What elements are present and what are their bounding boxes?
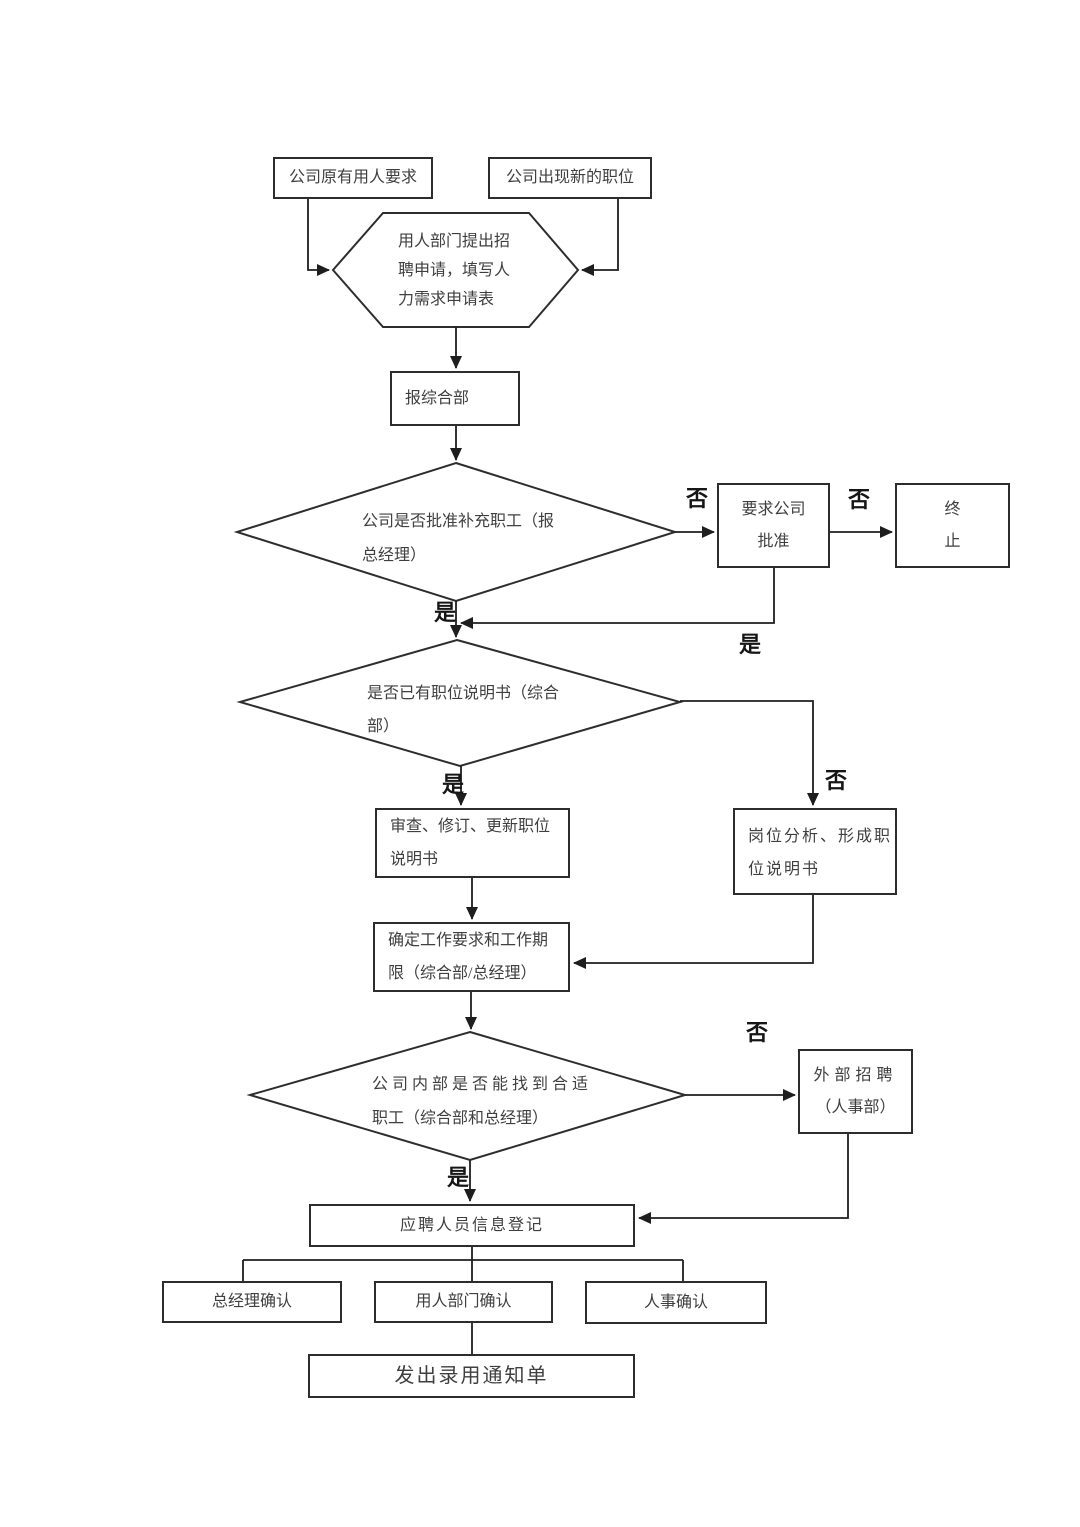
node-require-approval-line2: 批准 <box>757 532 790 550</box>
hexagon-recruit-request-line1: 用人部门提出招 <box>398 233 511 250</box>
node-review-jd: 审查、修订、更新职位 说明书 <box>375 808 570 878</box>
diamond-jd-text: 是否已有职位说明书（综合 部） <box>367 677 559 743</box>
node-terminate: 终 止 <box>895 483 1010 568</box>
edge-new-to-request <box>581 199 619 276</box>
node-terminate-line2: 止 <box>944 532 961 550</box>
node-require-approval: 要求公司 批准 <box>717 483 830 568</box>
diamond-approve-text: 公司是否批准补充职工（报 总经理） <box>362 505 554 573</box>
diamond-approve-line2: 总经理） <box>362 547 427 564</box>
node-offer-notice-label: 发出录用通知单 <box>394 1365 549 1387</box>
node-new-position: 公司出现新的职位 <box>488 157 652 199</box>
node-report-general-dept-label: 报综合部 <box>405 389 470 407</box>
label-jd-yes: 是 <box>442 772 465 797</box>
node-candidate-registration-label: 应聘人员信息登记 <box>399 1216 544 1234</box>
node-determine-requirements: 确定工作要求和工作期 限（综合部/总经理） <box>373 922 570 992</box>
node-external-recruit-line1: 外部招聘 <box>813 1066 898 1084</box>
diamond-internal-line1: 公司内部是否能找到合适 <box>372 1076 593 1093</box>
label-internal-yes: 是 <box>447 1165 470 1190</box>
edge-existing-to-request <box>307 199 330 276</box>
node-hr-confirm-label: 人事确认 <box>643 1293 708 1311</box>
label-jd-no: 否 <box>825 768 848 793</box>
label-approve-yes: 是 <box>434 600 457 625</box>
hexagon-recruit-request-line3: 力需求申请表 <box>398 291 495 308</box>
hexagon-recruit-request-text: 用人部门提出招 聘申请，填写人 力需求申请表 <box>398 227 510 314</box>
edge-analysis-to-determine <box>573 895 814 969</box>
node-dept-confirm: 用人部门确认 <box>374 1281 553 1323</box>
node-gm-confirm-label: 总经理确认 <box>211 1293 292 1310</box>
label-internal-no: 否 <box>746 1020 769 1045</box>
node-existing-need-label: 公司原有用人要求 <box>288 169 417 186</box>
node-dept-confirm-label: 用人部门确认 <box>415 1293 512 1310</box>
edge-external-to-registration <box>638 1134 849 1224</box>
node-external-recruit-line2: （人事部） <box>815 1098 896 1116</box>
node-report-general-dept: 报综合部 <box>390 371 520 426</box>
edge-registration-branches <box>242 1247 684 1281</box>
hexagon-recruit-request-line2: 聘申请，填写人 <box>398 262 511 279</box>
node-gm-confirm: 总经理确认 <box>162 1281 342 1323</box>
diamond-jd-line1: 是否已有职位说明书（综合 <box>367 685 560 702</box>
diamond-jd-line2: 部） <box>367 718 400 735</box>
label-approve-no: 否 <box>686 486 709 511</box>
edge-jd-no <box>680 700 819 806</box>
node-external-recruit: 外部招聘 （人事部） <box>798 1049 913 1134</box>
node-review-jd-line1: 审查、修订、更新职位 <box>390 818 551 835</box>
node-offer-notice: 发出录用通知单 <box>308 1354 635 1398</box>
hexagon-recruit-request-shape <box>331 212 580 328</box>
node-candidate-registration: 应聘人员信息登记 <box>309 1204 635 1247</box>
edge-require-yes <box>460 568 775 629</box>
node-existing-need: 公司原有用人要求 <box>273 157 433 199</box>
node-require-approval-line1: 要求公司 <box>741 500 806 518</box>
node-job-analysis: 岗位分析、形成职 位说明书 <box>733 808 897 895</box>
label-require-no: 否 <box>848 487 871 512</box>
diamond-internal-line2: 职工（综合部和总经理） <box>372 1110 549 1127</box>
node-review-jd-line2: 说明书 <box>390 851 439 868</box>
node-new-position-label: 公司出现新的职位 <box>505 169 634 186</box>
label-require-yes: 是 <box>739 632 762 657</box>
node-hr-confirm: 人事确认 <box>585 1281 767 1324</box>
diamond-jd-shape <box>236 638 684 768</box>
node-job-analysis-line1: 岗位分析、形成职 <box>748 828 893 845</box>
diamond-approve-line1: 公司是否批准补充职工（报 <box>362 513 555 530</box>
node-determine-requirements-line1: 确定工作要求和工作期 <box>388 932 549 949</box>
node-determine-requirements-line2: 限（综合部/总经理） <box>388 965 537 982</box>
node-terminate-line1: 终 <box>944 500 961 518</box>
diamond-internal-text: 公司内部是否能找到合适 职工（综合部和总经理） <box>372 1068 592 1136</box>
node-job-analysis-line2: 位说明书 <box>748 861 821 878</box>
